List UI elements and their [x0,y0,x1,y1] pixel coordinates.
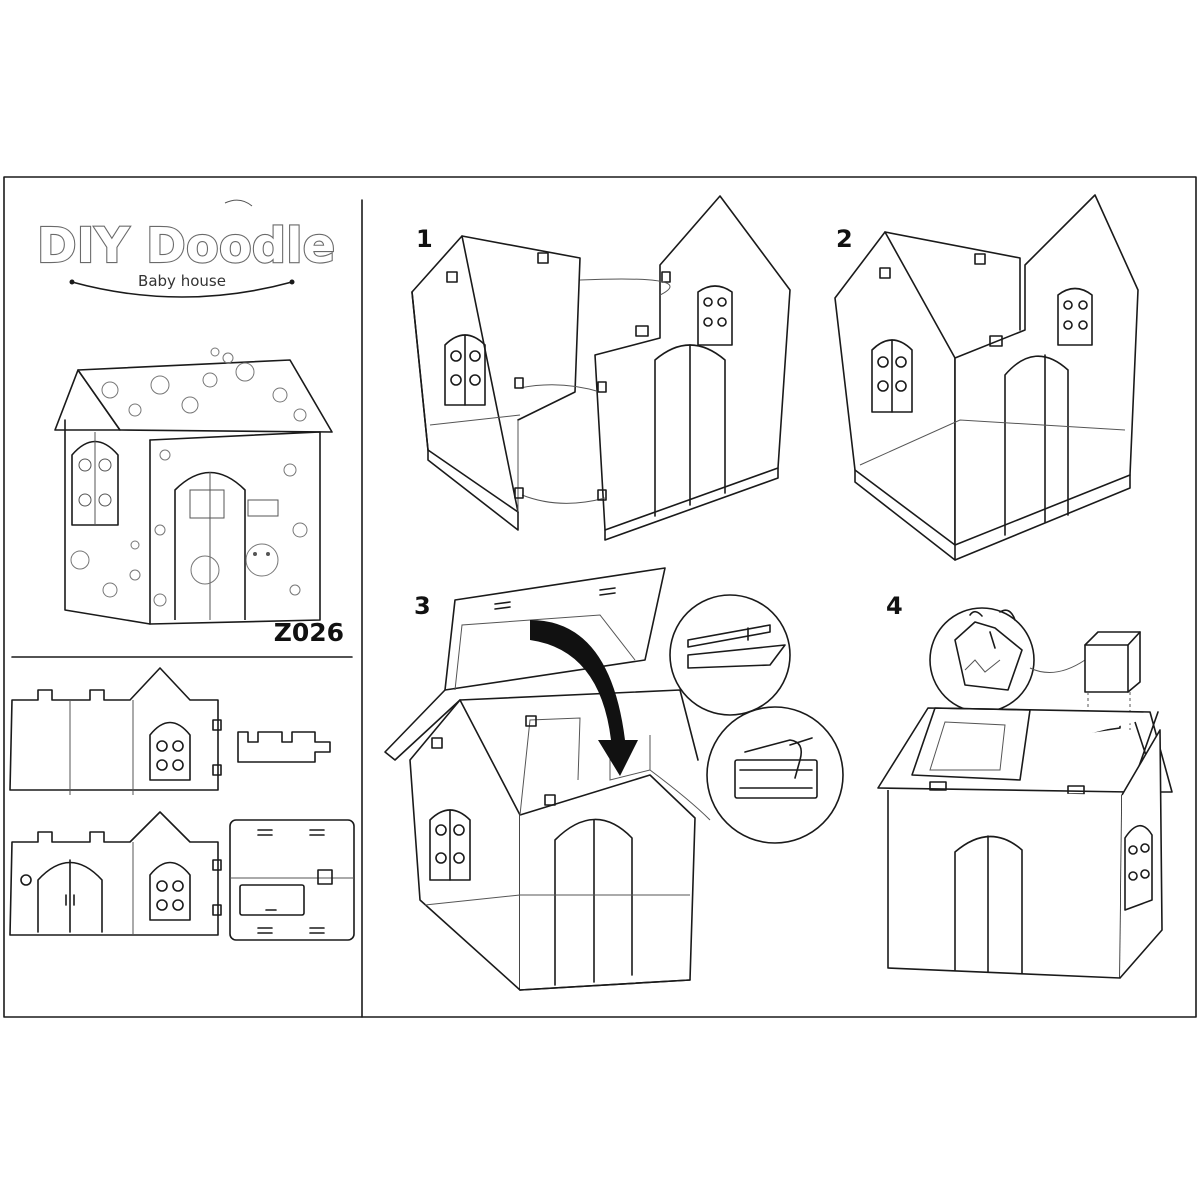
step-1-number: 1 [416,225,433,253]
hands-icon [969,609,1016,621]
step-4-number: 4 [886,592,903,620]
smile-underline-icon [71,281,293,298]
flat-part-roof [229,819,355,941]
step-3-illustration [384,567,844,991]
detail-callout-slot [669,594,791,716]
step-3-number: 3 [414,592,431,620]
step-4-illustration [877,607,1173,979]
brand-title: DIY Doodle [37,218,335,274]
flat-part-wall-door [9,811,222,936]
detail-callout-tab [706,706,844,844]
product-house-illustration [54,347,333,625]
model-code: Z026 [274,618,344,647]
step-1-illustration [411,195,791,541]
brand-subtitle: Baby house [138,272,226,290]
pencil-swoosh-icon [224,199,253,207]
chimney-box-icon [1084,631,1141,693]
hand-icon [744,739,803,779]
curved-arrow-icon [530,620,638,776]
step-2-number: 2 [836,225,853,253]
brand-logo: DIY Doodle Baby house [36,199,336,298]
flat-part-wall-window [9,667,222,795]
flat-part-chimney [237,731,331,763]
sheet-frame [3,176,1197,1018]
step-2-illustration [834,194,1139,561]
